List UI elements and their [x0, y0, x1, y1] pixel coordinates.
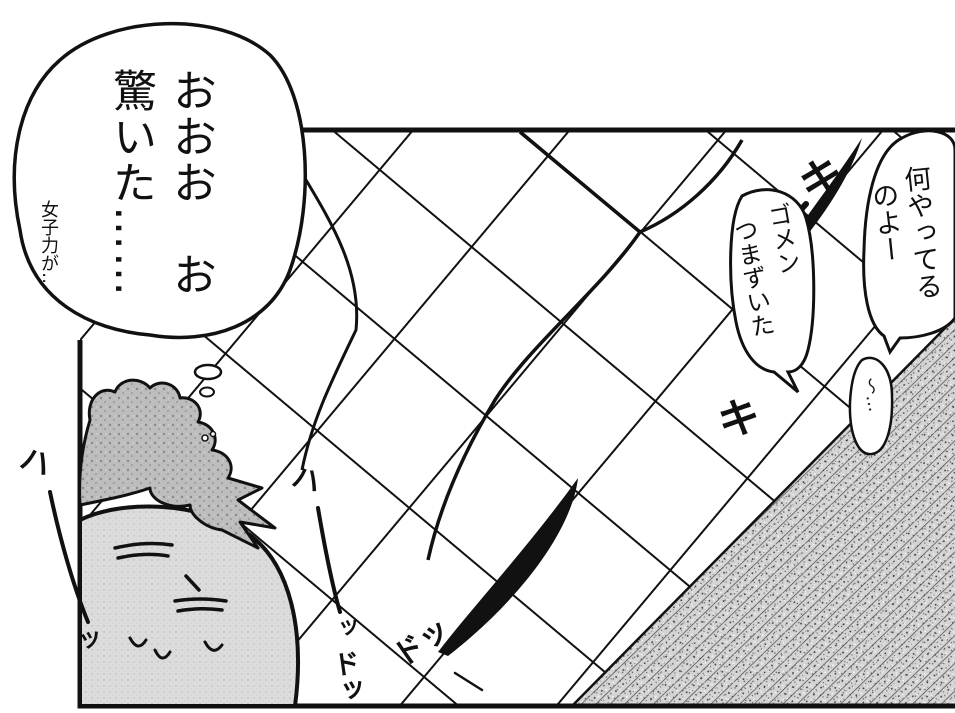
mouth-marks: [128, 636, 224, 660]
character-hair: [78, 378, 277, 550]
character: [78, 378, 300, 708]
sfx-long-dash-left: [48, 490, 90, 624]
speech-bubble-right: [862, 129, 955, 356]
sfx-long-dash-middle: [316, 506, 342, 614]
tile-seam-curve: [639, 139, 744, 234]
thought-line-1: おおお お: [165, 68, 216, 298]
thought-dot: [209, 430, 217, 438]
speech-bubble-small: [848, 356, 894, 456]
left-eye: [113, 541, 174, 560]
speech-right-line-2: のよー: [865, 180, 906, 265]
speech-bubble-middle: [729, 188, 816, 394]
thought-bubble: [12, 22, 307, 442]
right-eye: [173, 574, 228, 613]
thought-bubble-body: [12, 22, 307, 340]
sfx-ki-1: キ: [713, 390, 764, 447]
thought-aside-note: 女子力が…: [38, 200, 59, 290]
tile-seam-curve: [426, 130, 643, 561]
thought-dot: [201, 434, 209, 442]
sfx-tsu-middle: ッ: [336, 612, 362, 641]
thought-puff-large: [193, 363, 223, 381]
sfx-tsu-left: ッ: [75, 622, 105, 654]
tile-seam-curve: [298, 169, 359, 471]
slide-streak: [438, 478, 578, 656]
sfx-trail-line: [453, 671, 484, 692]
thought-puff-small: [199, 386, 215, 398]
thought-line-2: 驚いた……: [105, 68, 156, 298]
slide-streak-top: [790, 138, 862, 244]
sfx-do-1: ドッ: [326, 648, 365, 706]
